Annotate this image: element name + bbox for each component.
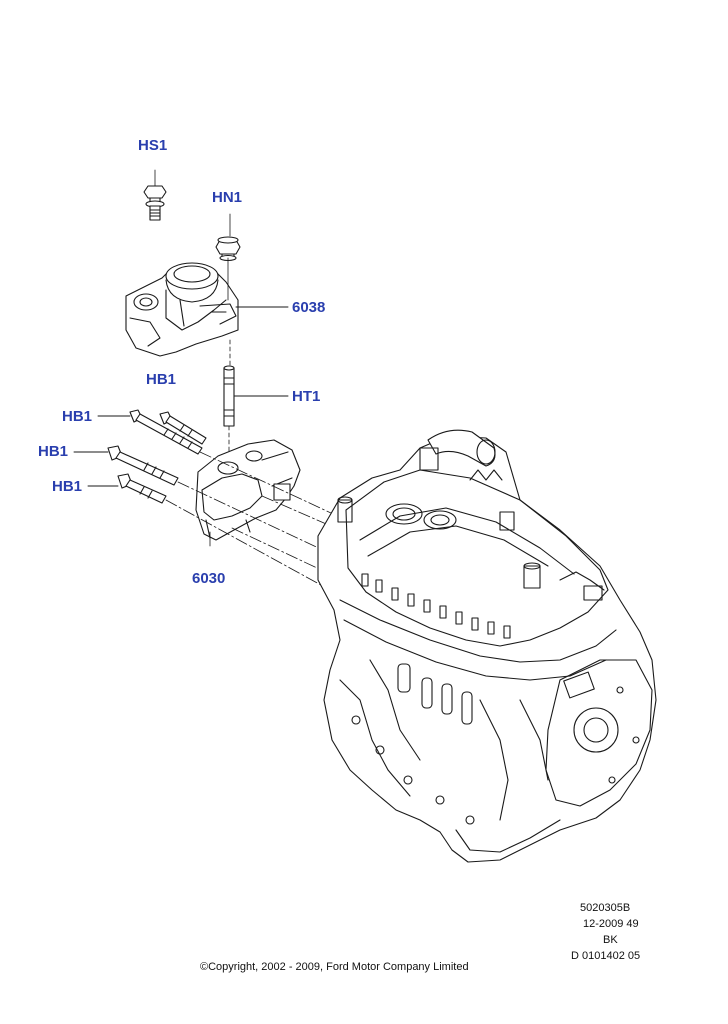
callout-hs1[interactable]: HS1 — [138, 137, 168, 154]
callout-hb1-fourth[interactable]: HB1 — [52, 478, 83, 495]
reference-code: 5020305B — [580, 902, 631, 914]
engine-mount-6038-part[interactable] — [125, 257, 239, 357]
copyright-notice: ©Copyright, 2002 - 2009, Ford Motor Comp… — [200, 961, 469, 973]
hb1-bolt-part-3[interactable] — [107, 445, 179, 486]
callout-hb1-top[interactable]: HB1 — [146, 371, 177, 388]
variant-code: BK — [603, 934, 618, 946]
callout-6030[interactable]: 6030 — [192, 570, 226, 587]
hn1-nut-part[interactable] — [215, 213, 241, 262]
date-code: 12-2009 49 — [583, 918, 639, 930]
callout-ht1[interactable]: HT1 — [292, 388, 321, 405]
bracket-6030-part[interactable] — [195, 439, 301, 547]
callout-leaders — [73, 306, 289, 487]
hs1-screw-part[interactable] — [143, 169, 167, 221]
document-number: D 0101402 05 — [571, 950, 641, 962]
callout-hn1[interactable]: HN1 — [212, 189, 243, 206]
callout-hb1-second[interactable]: HB1 — [62, 408, 93, 425]
engine-block-part — [317, 429, 657, 863]
callout-hb1-third[interactable]: HB1 — [38, 443, 69, 460]
ht1-stud-part[interactable] — [223, 339, 235, 457]
callout-6038[interactable]: 6038 — [292, 299, 326, 316]
hb1-bolt-part-1[interactable] — [129, 409, 203, 455]
hb1-bolt-part-4[interactable] — [117, 473, 167, 504]
hb1-bolt-part-2[interactable] — [159, 411, 207, 445]
